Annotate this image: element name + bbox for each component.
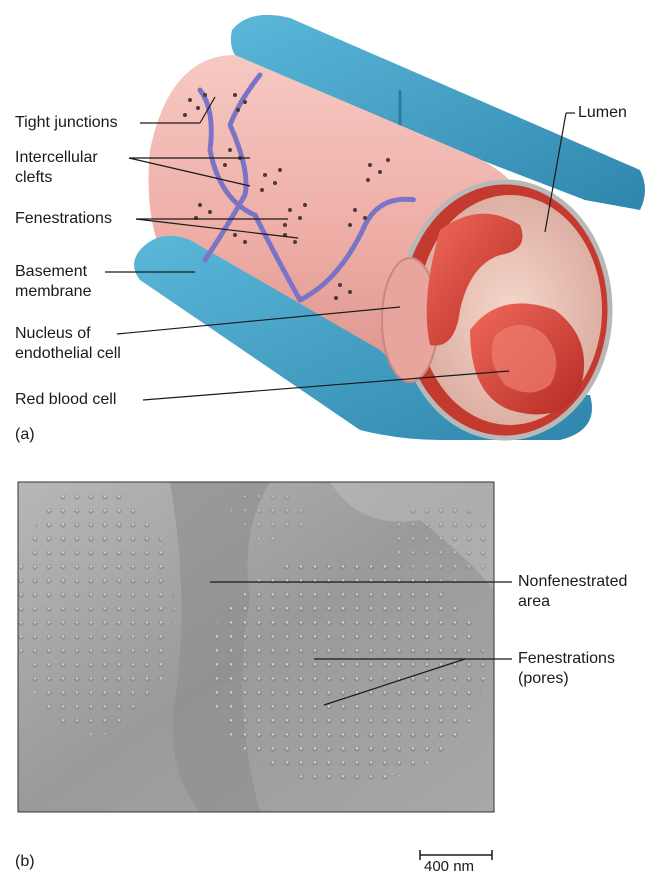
label-intercellular-clefts: Intercellular clefts [15,148,98,188]
label-tight-junctions: Tight junctions [15,113,118,133]
label-fenestrations-pores: Fenestrations (pores) [518,649,615,689]
label-lumen: Lumen [578,103,627,123]
label-fenestrations: Fenestrations [15,209,112,229]
label-nucleus: Nucleus of endothelial cell [15,324,121,364]
label-nonfenestrated-area: Nonfenestrated area [518,572,627,612]
panel-b-letter: (b) [15,852,35,872]
micrograph [15,482,495,812]
label-red-blood-cell: Red blood cell [15,390,116,410]
panel-a-letter: (a) [15,425,35,445]
label-basement-membrane: Basement membrane [15,262,91,302]
scale-bar-label: 400 nm [424,858,474,875]
